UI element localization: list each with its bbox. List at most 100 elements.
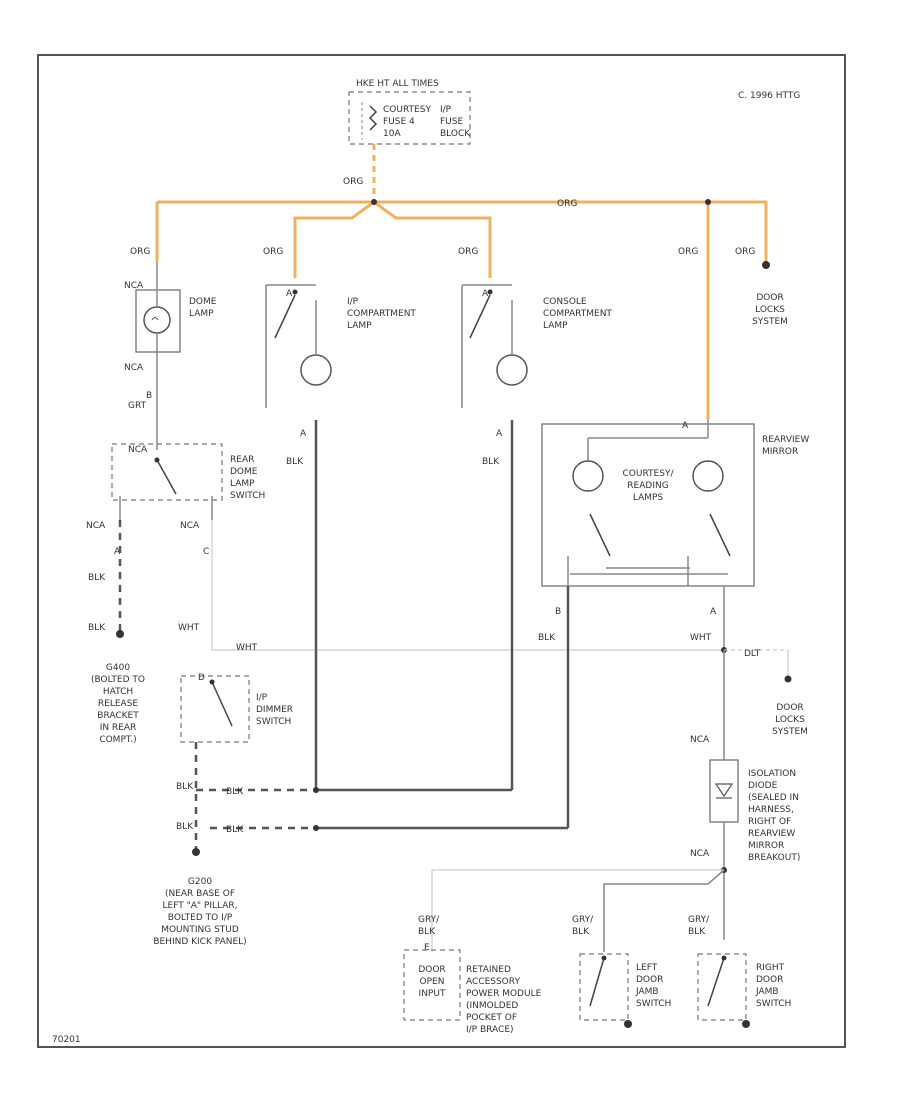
iso-6: REARVIEW (748, 829, 795, 839)
rap-3: POWER MODULE (466, 989, 542, 999)
wire-blk-left: BLK (572, 927, 590, 937)
dimmer-switch-box (180, 675, 250, 743)
reading-2: READING (627, 481, 668, 491)
g400-7: COMPT.) (99, 735, 136, 745)
dome-lamp-box (135, 289, 181, 353)
wire-blk-console: BLK (482, 457, 500, 467)
reading-lamp-left (572, 460, 604, 492)
rap-module-box (403, 949, 461, 1021)
wire-gry-rap: GRY/ (418, 915, 440, 925)
iso-4: HARNESS, (748, 805, 794, 815)
reading-3: LAMPS (633, 493, 664, 503)
rap-inner-1: DOOR (418, 965, 445, 975)
wire-blk-g400: BLK (88, 573, 106, 583)
left-jamb-2: DOOR (636, 975, 663, 985)
rap-6: I/P BRACE) (466, 1025, 514, 1035)
iso-5: RIGHT OF (748, 817, 791, 827)
copyright-text: C. 1996 HTTG (738, 91, 800, 101)
diagram-frame (37, 54, 846, 1048)
wire-nca-left: NCA (86, 521, 106, 531)
fuse-symbol (368, 105, 378, 131)
pin-c-switch: C (203, 547, 209, 557)
wire-blk-dimmer-b: BLK (176, 822, 194, 832)
dimmer-3: SWITCH (256, 717, 291, 727)
pin-a-mirror-bottom: A (710, 607, 717, 617)
ip-comp-2: COMPARTMENT (347, 309, 416, 319)
ip-comp-3: LAMP (347, 321, 372, 331)
wire-org-dome: ORG (130, 247, 150, 257)
right-jamb-3: JAMB (755, 987, 779, 997)
wire-blk-g200-a: BLK (226, 787, 244, 797)
door-locks-2-l3: SYSTEM (772, 727, 808, 737)
pin-a-console-bottom: A (496, 429, 503, 439)
rearview-mirror-box (541, 423, 755, 587)
g400-1: G400 (106, 663, 130, 673)
rearview-2: MIRROR (762, 447, 798, 457)
g200-3: LEFT "A" PILLAR, (163, 901, 238, 911)
g200-6: BEHIND KICK PANEL) (153, 937, 246, 947)
dimmer-2: DIMMER (256, 705, 293, 715)
ip-comp-1: I/P (347, 297, 359, 307)
g400-2: (BOLTED TO (91, 675, 145, 685)
left-jamb-4: SWITCH (636, 999, 671, 1009)
pin-a-ip: A (286, 289, 293, 299)
pin-b-dome: B (146, 391, 152, 401)
rap-2: ACCESSORY (466, 977, 520, 987)
rear-dome-1: REAR (230, 455, 254, 465)
rap-inner-3: INPUT (419, 989, 446, 999)
fuse-label-1: COURTESY (383, 105, 431, 115)
g200-5: MOUNTING STUD (161, 925, 239, 935)
g400-6: IN REAR (100, 723, 137, 733)
g400-3: HATCH (103, 687, 133, 697)
dimmer-1: I/P (256, 693, 268, 703)
pin-e-rap: E (424, 943, 430, 953)
wire-blk-g400-b: BLK (88, 623, 106, 633)
pin-a-switch: A (114, 547, 121, 557)
dome-lamp-bulb (143, 306, 171, 334)
pin-a-mirror: A (682, 421, 689, 431)
g200-2: (NEAR BASE OF (165, 889, 235, 899)
rear-dome-4: SWITCH (230, 491, 265, 501)
wire-dlt: DLT (744, 649, 761, 659)
org-branch-ip (293, 200, 375, 278)
fuse-label-3: 10A (383, 129, 401, 139)
door-locks-1-l2: LOCKS (755, 305, 785, 315)
left-jamb-switch-box (579, 953, 629, 1021)
wire-nca-dome-top: NCA (124, 281, 144, 291)
iso-2: DIODE (748, 781, 778, 791)
rap-5: POCKET OF (466, 1013, 517, 1023)
fuse-block (348, 91, 471, 145)
right-jamb-2: DOOR (756, 975, 783, 985)
wire-blk-ip: BLK (286, 457, 304, 467)
fuse-block-label-2: FUSE (440, 117, 463, 127)
pin-a-ip-bottom: A (300, 429, 307, 439)
reading-lamp-right (692, 460, 724, 492)
rap-inner-2: OPEN (420, 977, 445, 987)
pin-a-console: A (482, 289, 489, 299)
console-2: COMPARTMENT (543, 309, 612, 319)
console-3: LAMP (543, 321, 568, 331)
left-jamb-1: LEFT (636, 963, 658, 973)
fuse-label-2: FUSE 4 (383, 117, 415, 127)
org-branch-console (373, 200, 492, 278)
wire-blk-rap: BLK (418, 927, 436, 937)
right-jamb-4: SWITCH (756, 999, 791, 1009)
reading-1: COURTESY/ (623, 469, 675, 479)
rap-4: (INMOLDED (466, 1001, 518, 1011)
wire-wht-mid: WHT (236, 643, 258, 653)
wire-grt: GRT (128, 401, 147, 411)
wire-nca-diode-b: NCA (690, 849, 710, 859)
fuse-block-label-1: I/P (440, 105, 452, 115)
g400-5: BRACKET (97, 711, 139, 721)
rear-dome-switch-box (111, 443, 223, 501)
g200-4: BOLTED TO I/P (168, 913, 233, 923)
door-locks-2-l1: DOOR (776, 703, 803, 713)
wire-org-ip: ORG (263, 247, 283, 257)
wire-org-mirror: ORG (678, 247, 698, 257)
wire-nca-dome: NCA (124, 363, 144, 373)
power-header: HKE HT ALL TIMES (356, 79, 439, 89)
console-1: CONSOLE (543, 297, 587, 307)
iso-3: (SEALED IN (748, 793, 799, 803)
footer-code: 70201 (52, 1035, 81, 1045)
